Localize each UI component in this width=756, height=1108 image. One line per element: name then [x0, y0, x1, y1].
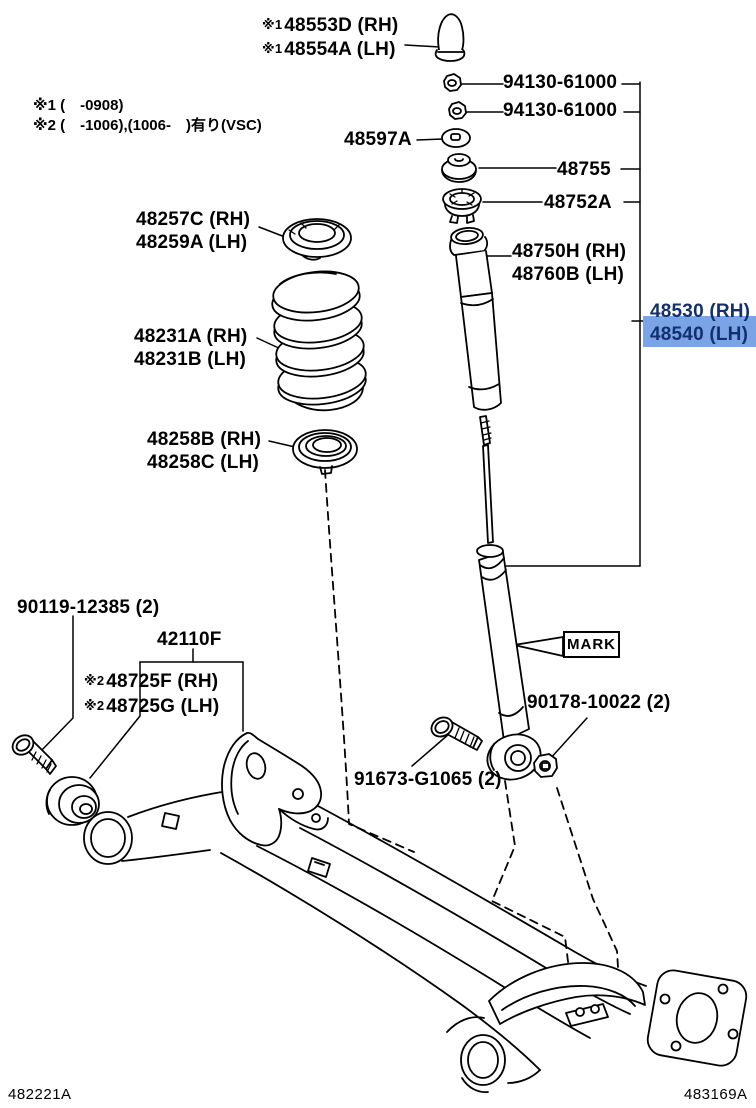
label-coil-spring[interactable]: 48231A (RH) 48231B (LH) [134, 325, 247, 371]
figure-code-right: 483169A [684, 1086, 748, 1103]
front-bolt-drawing [9, 731, 56, 774]
bushing-drawing [46, 777, 99, 825]
dust-cover-drawing [450, 226, 501, 409]
mark-callout-pointer [514, 637, 563, 656]
label-48752a[interactable]: 48752A [544, 192, 612, 213]
label-lower-seat[interactable]: 48258B (RH) 48258C (LH) [147, 428, 261, 474]
label-48257c-rh: 48257C (RH) [136, 209, 251, 230]
label-48755[interactable]: 48755 [557, 159, 611, 180]
bump-stop-drawing [436, 14, 465, 61]
label-91673-g1065[interactable]: 91673-G1065 (2) [354, 769, 502, 790]
coil-spring-drawing [270, 267, 368, 410]
label-94130-61000-2[interactable]: 94130-61000 [503, 100, 618, 121]
label-90178-10022[interactable]: 90178-10022 (2) [527, 692, 671, 713]
upper-spring-seat-drawing [283, 219, 351, 260]
washer-drawing [442, 129, 470, 147]
axle-beam-drawing [84, 733, 749, 1092]
label-48259a-lh: 48259A (LH) [136, 232, 248, 253]
label-48597a[interactable]: 48597A [344, 129, 412, 150]
label-48530-rh[interactable]: 48530 (RH) [650, 301, 751, 322]
lower-bolt-drawing [428, 714, 482, 750]
label-upper-seat[interactable]: 48257C (RH) 48259A (LH) [136, 208, 250, 254]
shock-absorber-drawing [477, 416, 546, 786]
mark-callout-box: MARK [563, 631, 620, 658]
lower-spring-seat-drawing [293, 430, 357, 474]
selected-part-highlight[interactable] [643, 316, 756, 347]
label-48750h-rh: 48750H (RH) [512, 241, 627, 262]
label-90119-12385[interactable]: 90119-12385 (2) [17, 597, 160, 618]
label-48540-lh[interactable]: 48540 (LH) [650, 324, 749, 345]
label-48258b-rh: 48258B (RH) [147, 429, 262, 450]
note-1: ※1 ( -0908) [33, 97, 124, 114]
label-48258c-lh: 48258C (LH) [147, 452, 260, 473]
upper-nut-1-drawing [444, 74, 461, 91]
label-94130-61000-1[interactable]: 94130-61000 [503, 72, 618, 93]
label-48231b-lh: 48231B (LH) [134, 349, 247, 370]
label-dust-cover[interactable]: 48750H (RH) 48760B (LH) [512, 240, 626, 286]
leader-lines [40, 45, 644, 778]
figure-code-left: 482221A [8, 1086, 72, 1103]
upper-nut-2-drawing [449, 102, 466, 119]
label-48231a-rh: 48231A (RH) [134, 326, 248, 347]
lower-nut-drawing [534, 754, 557, 777]
support-drawing [442, 154, 476, 182]
label-48760b-lh: 48760B (LH) [512, 264, 625, 285]
label-42110f[interactable]: 42110F [157, 629, 222, 650]
note-2: ※2 ( -1006),(1006- )有り(VSC) [33, 117, 262, 134]
bearing-drawing [443, 189, 481, 223]
